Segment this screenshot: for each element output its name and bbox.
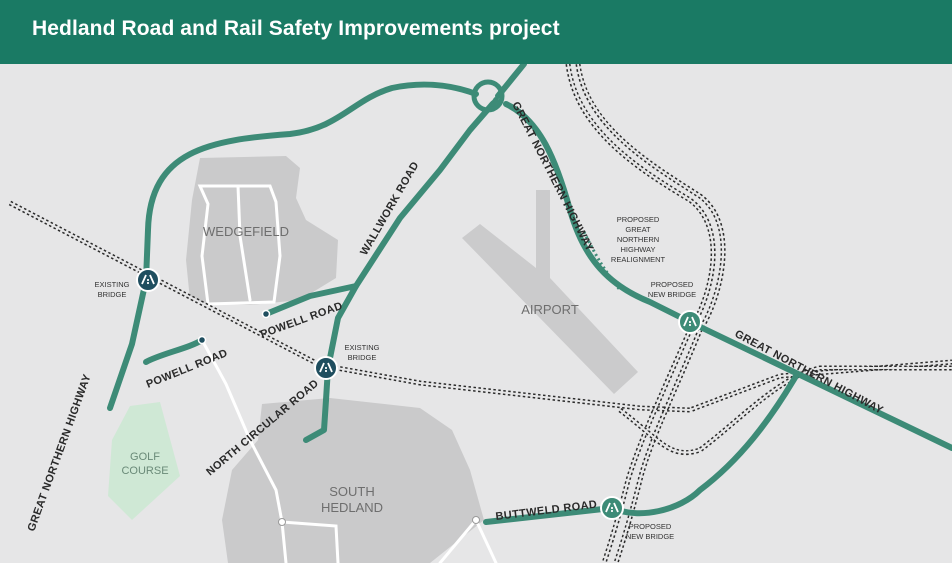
airport-label: AIRPORT (521, 302, 579, 317)
golf-course-area (108, 402, 180, 520)
golf-course-label-2: COURSE (121, 465, 168, 477)
roundabout-icon (471, 79, 505, 113)
road-end-markers (197, 309, 480, 526)
existing-bridge-label-west-2: BRIDGE (98, 290, 127, 299)
project-map[interactable]: WEDGEFIELD AIRPORT SOUTH HEDLAND GOLF CO… (0, 64, 952, 563)
proposed-new-bridge-label-north-2: NEW BRIDGE (648, 290, 696, 299)
realignment-label-3: NORTHERN (617, 235, 659, 244)
realignment-label-1: PROPOSED (617, 215, 660, 224)
railway-loop-east (575, 64, 726, 563)
existing-bridge-label-south-1: EXISTING (344, 343, 379, 352)
proposed-realignment-line (582, 231, 622, 291)
airport-runway (462, 190, 638, 394)
bridge-icon[interactable] (314, 356, 338, 380)
buttweld-road-label: BUTTWELD ROAD (495, 499, 598, 523)
existing-bridge-label-south-2: BRIDGE (348, 353, 377, 362)
existing-bridge-label-west-1: EXISTING (94, 280, 129, 289)
page-title: Hedland Road and Rail Safety Improvement… (32, 17, 560, 40)
realignment-label-4: HIGHWAY (621, 245, 656, 254)
local-roads (197, 184, 498, 563)
proposed-new-bridge-label-south-1: PROPOSED (629, 522, 672, 531)
great-northern-highway-label-west: GREAT NORTHERN HIGHWAY (26, 372, 94, 533)
wedgefield-label: WEDGEFIELD (203, 224, 289, 239)
bridge-icon[interactable] (600, 496, 624, 520)
south-hedland-label-1: SOUTH (329, 484, 375, 499)
great-northern-highway-west (107, 81, 479, 411)
proposed-new-bridge-label-south-2: NEW BRIDGE (626, 532, 674, 541)
title-bar: Hedland Road and Rail Safety Improvement… (0, 0, 952, 64)
proposed-new-bridge-label-north-1: PROPOSED (651, 280, 694, 289)
buttweld-road (483, 505, 615, 525)
powell-road-south (143, 337, 205, 365)
great-northern-highway-east (503, 101, 952, 451)
north-circular-road (303, 397, 329, 443)
great-northern-highway-label-north: GREAT NORTHERN HIGHWAY (509, 100, 595, 254)
realignment-label-5: REALIGNMENT (611, 255, 666, 264)
powell-road-north (263, 283, 359, 317)
wedgefield-area (186, 156, 338, 305)
golf-course-label-1: GOLF (130, 451, 160, 463)
south-hedland-label-2: HEDLAND (321, 500, 383, 515)
realignment-label-2: GREAT (625, 225, 651, 234)
bridge-icon[interactable] (678, 310, 702, 334)
wallwork-road-label: WALLWORK ROAD (358, 160, 421, 258)
bridge-icon[interactable] (136, 268, 160, 292)
eastern-link (609, 373, 799, 517)
